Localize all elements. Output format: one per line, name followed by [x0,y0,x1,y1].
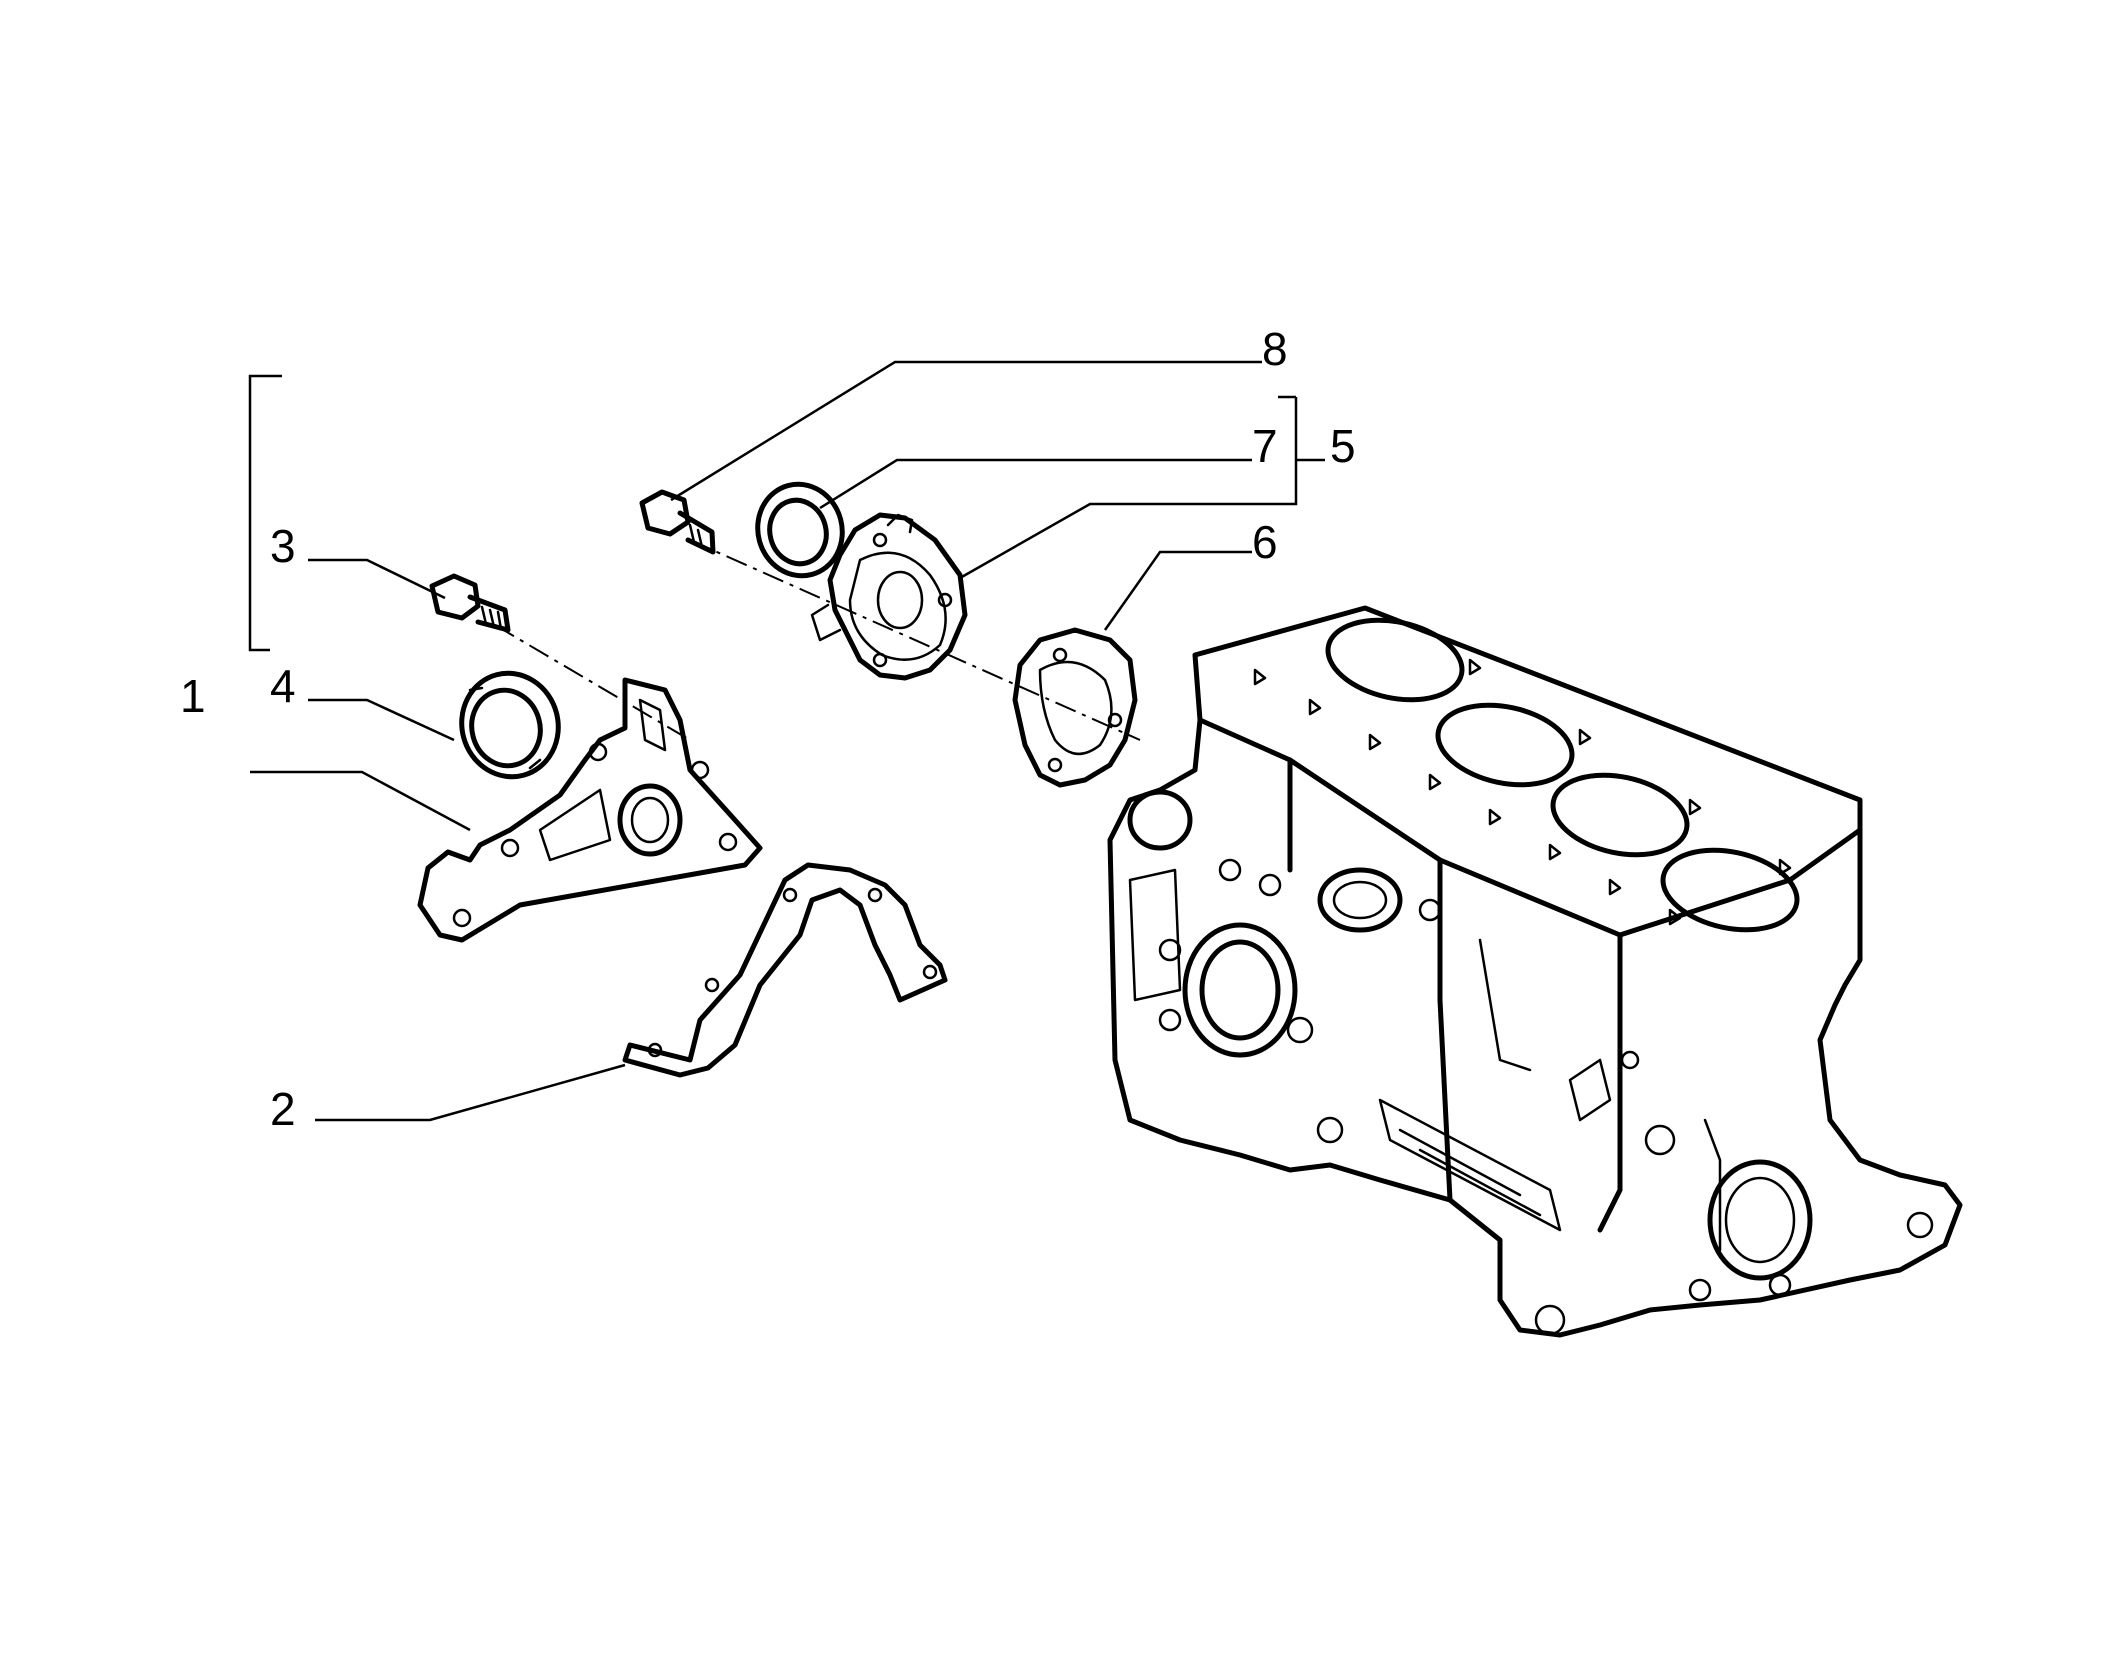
callout-7: 7 [1252,420,1278,472]
front-cover-part-1 [417,677,763,943]
callout-6: 6 [1252,516,1278,568]
callout-2: 2 [270,1083,296,1135]
engine-block [1107,605,1963,1338]
callout-8: 8 [1262,323,1288,375]
callout-5: 5 [1330,420,1356,472]
oil-seal-part-7 [755,481,845,579]
callout-4: 4 [270,660,296,712]
callout-1: 1 [180,670,206,722]
oil-pump-part-5 [810,512,968,681]
callout-3: 3 [270,520,296,572]
assembly-axis-lines [494,539,1141,741]
callout-labels: 8 7 5 6 3 4 1 2 [180,323,1356,1135]
leader-lines [248,360,1325,1122]
gasket-part-2 [622,862,948,1078]
bolt-part-3 [429,573,511,633]
bolt-part-8 [639,489,716,555]
oil-seal-part-4 [459,670,561,780]
pump-gasket-part-6 [1012,627,1138,788]
